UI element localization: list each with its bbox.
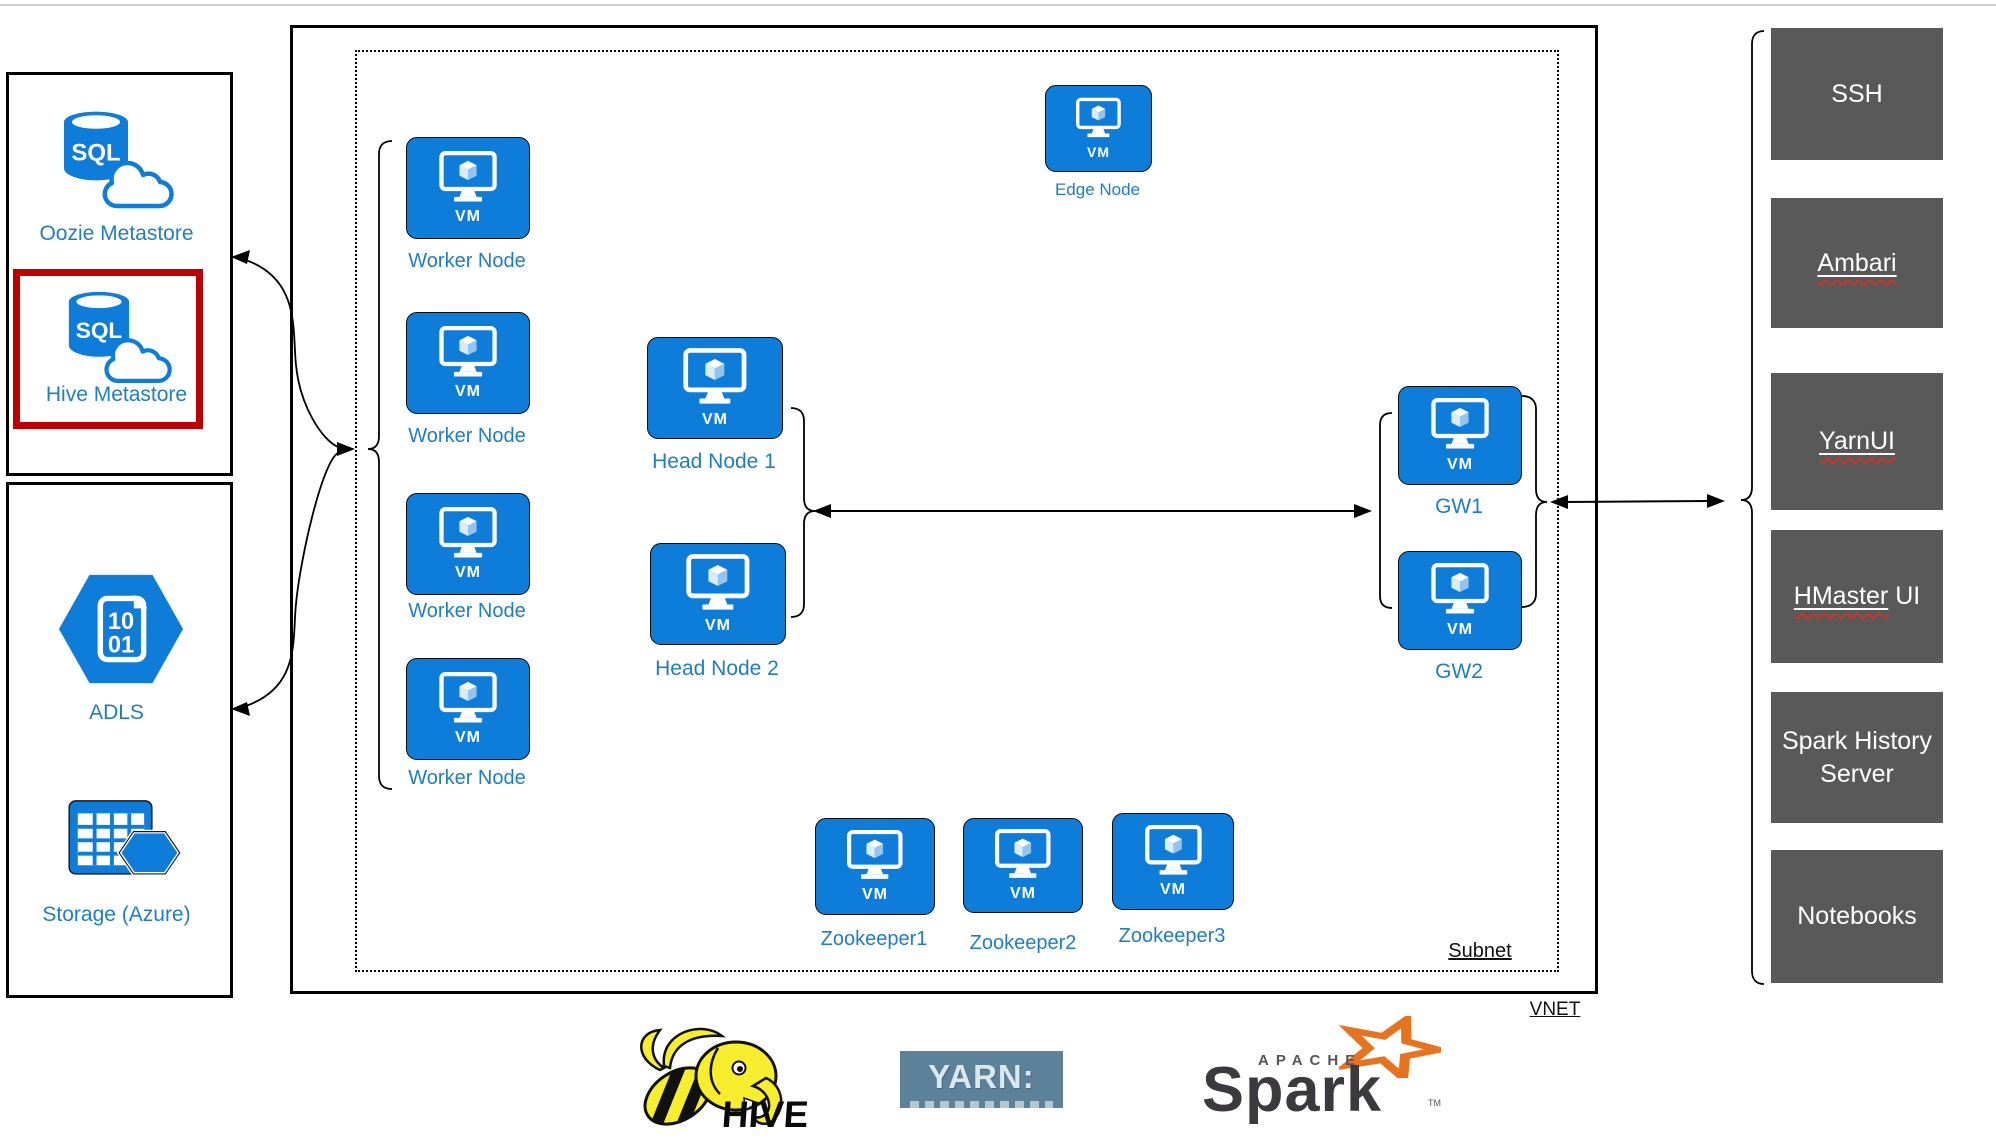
worker-node-1-vm: VM <box>406 137 530 239</box>
vm-monitor-icon <box>439 325 497 377</box>
endpoint-text: SSH <box>1831 79 1883 108</box>
worker-node-label: Worker Node <box>408 600 526 622</box>
hive-metastore-highlight <box>13 269 203 429</box>
head-node-1-vm: VM <box>647 337 783 439</box>
azure-storage-icon <box>64 797 183 897</box>
worker-node-4-vm: VM <box>406 658 530 760</box>
vm-monitor-icon <box>1144 824 1202 875</box>
storage-azure-label: Storage (Azure) <box>42 903 191 926</box>
zookeeper-2-vm: VM <box>963 818 1083 913</box>
worker-node-label: Worker Node <box>408 425 526 447</box>
svg-text:SQL: SQL <box>76 318 123 343</box>
vm-monitor-icon <box>439 506 497 558</box>
vnet-label: VNET <box>1529 999 1581 1020</box>
subnet-label: Subnet <box>1448 940 1512 962</box>
vm-monitor-icon <box>1076 98 1121 138</box>
endpoint-yarnui[interactable]: YarnUI <box>1771 373 1943 510</box>
spark-text: Spark <box>1202 1055 1383 1125</box>
svg-text:10: 10 <box>108 609 134 635</box>
vm-monitor-icon <box>995 829 1051 878</box>
head-node-2-label: Head Node 2 <box>655 657 779 680</box>
hive-logo <box>626 1020 798 1136</box>
worker-node-3-vm: VM <box>406 493 530 595</box>
svg-text:SQL: SQL <box>71 139 120 166</box>
storage-panel <box>6 482 233 998</box>
head-node-2-vm: VM <box>650 543 786 645</box>
worker-node-label: Worker Node <box>408 767 526 789</box>
endpoint-text: UI <box>1888 582 1921 611</box>
hive-metastore-label: Hive Metastore <box>45 383 188 406</box>
oozie-metastore-label: Oozie Metastore <box>39 222 194 245</box>
yarn-logo: YARN: <box>900 1051 1063 1108</box>
vm-monitor-icon <box>847 830 903 879</box>
endpoint-ambari[interactable]: Ambari <box>1771 198 1943 328</box>
vm-monitor-icon <box>686 553 750 610</box>
endpoint-ssh[interactable]: SSH <box>1771 28 1943 160</box>
worker-node-label: Worker Node <box>408 250 526 272</box>
endpoint-notebooks[interactable]: Notebooks <box>1771 850 1943 983</box>
subnet-boundary <box>355 50 1559 972</box>
hive-bee-icon <box>634 1027 783 1136</box>
endpoint-text: Notebooks <box>1797 902 1917 931</box>
zookeeper-3-label: Zookeeper3 <box>1118 925 1226 947</box>
zookeeper-1-label: Zookeeper1 <box>820 928 928 950</box>
vm-monitor-icon <box>439 150 497 202</box>
adls-icon: 10 01 <box>57 567 185 691</box>
endpoint-spark-history-server[interactable]: Spark History Server <box>1771 692 1943 823</box>
yarn-logo-clipped-line <box>910 1101 1053 1108</box>
worker-node-2-vm: VM <box>406 312 530 414</box>
trademark-text: TM <box>1428 1098 1441 1108</box>
window-top-divider <box>0 4 1996 6</box>
gateway-1-label: GW1 <box>1435 495 1483 518</box>
vm-label: VM <box>862 885 888 903</box>
adls-label: ADLS <box>89 701 144 724</box>
vm-label: VM <box>705 617 731 635</box>
vm-label: VM <box>1160 881 1186 899</box>
vm-label: VM <box>1447 455 1473 473</box>
zookeeper-3-vm: VM <box>1112 813 1234 910</box>
vm-label: VM <box>455 208 481 226</box>
gateway-1-vm: VM <box>1398 386 1522 485</box>
hive-logo-text: HIVE <box>720 1094 810 1135</box>
gateway-2-label: GW2 <box>1435 660 1483 683</box>
vm-label: VM <box>1010 884 1036 902</box>
vm-label: VM <box>455 564 481 582</box>
vm-label: VM <box>1447 620 1473 638</box>
spark-logo: APACHE Spark TM <box>1196 1014 1446 1125</box>
vm-monitor-icon <box>1431 563 1489 614</box>
vm-monitor-icon <box>683 347 747 404</box>
edge-node-label: Edge Node <box>1054 180 1141 199</box>
vm-monitor-icon <box>1431 398 1489 449</box>
hive-sql-database-icon: SQL <box>50 281 174 385</box>
edge-node-vm: VM <box>1045 85 1152 172</box>
endpoint-hmaster-ui[interactable]: HMaster UI <box>1771 530 1943 663</box>
apache-text: APACHE <box>1258 1052 1363 1069</box>
svg-text:01: 01 <box>108 633 134 659</box>
vm-label: VM <box>455 729 481 747</box>
vm-label: VM <box>702 411 728 429</box>
zookeeper-1-vm: VM <box>815 818 935 915</box>
oozie-sql-database-icon: SQL <box>44 100 174 212</box>
zookeeper-2-label: Zookeeper2 <box>969 932 1077 954</box>
endpoint-link-text: HMaster <box>1793 582 1889 611</box>
head-node-1-label: Head Node 1 <box>652 450 776 473</box>
endpoint-text: Spark History Server <box>1781 727 1933 788</box>
vm-monitor-icon <box>439 671 497 723</box>
gateway-2-vm: VM <box>1398 551 1522 650</box>
yarn-logo-text: YARN: <box>928 1057 1035 1095</box>
vm-label: VM <box>1087 143 1110 160</box>
vm-label: VM <box>455 383 481 401</box>
spark-star-icon <box>1339 1016 1441 1078</box>
endpoint-link-text: Ambari <box>1817 248 1897 277</box>
endpoint-link-text: YarnUI <box>1819 427 1895 456</box>
